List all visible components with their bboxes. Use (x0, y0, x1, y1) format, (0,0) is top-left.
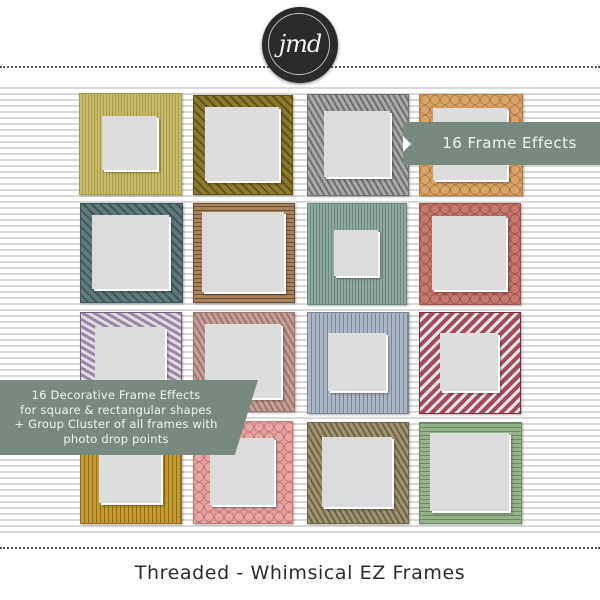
photo-placeholder (334, 230, 378, 276)
photo-placeholder (440, 333, 498, 391)
frame-rose-chain (419, 203, 521, 305)
photo-placeholder (202, 212, 284, 292)
photo-placeholder (432, 216, 506, 290)
frame-khaki-rope (307, 422, 409, 524)
frame-sage-fuzzy (307, 203, 407, 305)
photo-placeholder (205, 107, 279, 181)
photo-placeholder (92, 215, 169, 289)
arrow-notch-icon (403, 136, 411, 152)
photo-placeholder (102, 116, 157, 170)
logo-ring (268, 13, 330, 75)
logo-text: jmd (278, 30, 323, 58)
frame-gray-rope (307, 94, 409, 196)
decorative-effects-banner: 16 Decorative Frame Effects for square &… (0, 380, 258, 455)
logo: jmd (262, 7, 338, 83)
photo-placeholder (430, 433, 509, 511)
frame-olive-fuzzy (79, 93, 182, 195)
frame-wine-zigzag (419, 312, 521, 414)
frame-effects-banner: 16 Frame Effects (403, 122, 600, 165)
frame-teal-twist (80, 203, 183, 303)
product-title: Threaded - Whimsical EZ Frames (134, 562, 466, 584)
frame-effects-banner-text: 16 Frame Effects (442, 134, 577, 152)
frame-olive-braid (193, 95, 293, 195)
banner-line-3: + Group Cluster of all frames with (14, 417, 218, 431)
banner-line-4: photo drop points (63, 431, 169, 446)
frame-brown-stitch (193, 203, 295, 303)
bottom-dotted-divider (0, 547, 600, 549)
photo-placeholder (324, 111, 390, 177)
banner-line-1: 16 Decorative Frame Effects (31, 388, 201, 402)
photo-placeholder (328, 333, 386, 391)
frame-green-stitch (419, 422, 522, 524)
banner-line-2: for square & rectangular shapes (20, 402, 212, 417)
photo-placeholder (322, 437, 392, 507)
frame-blue-knit (307, 312, 409, 414)
